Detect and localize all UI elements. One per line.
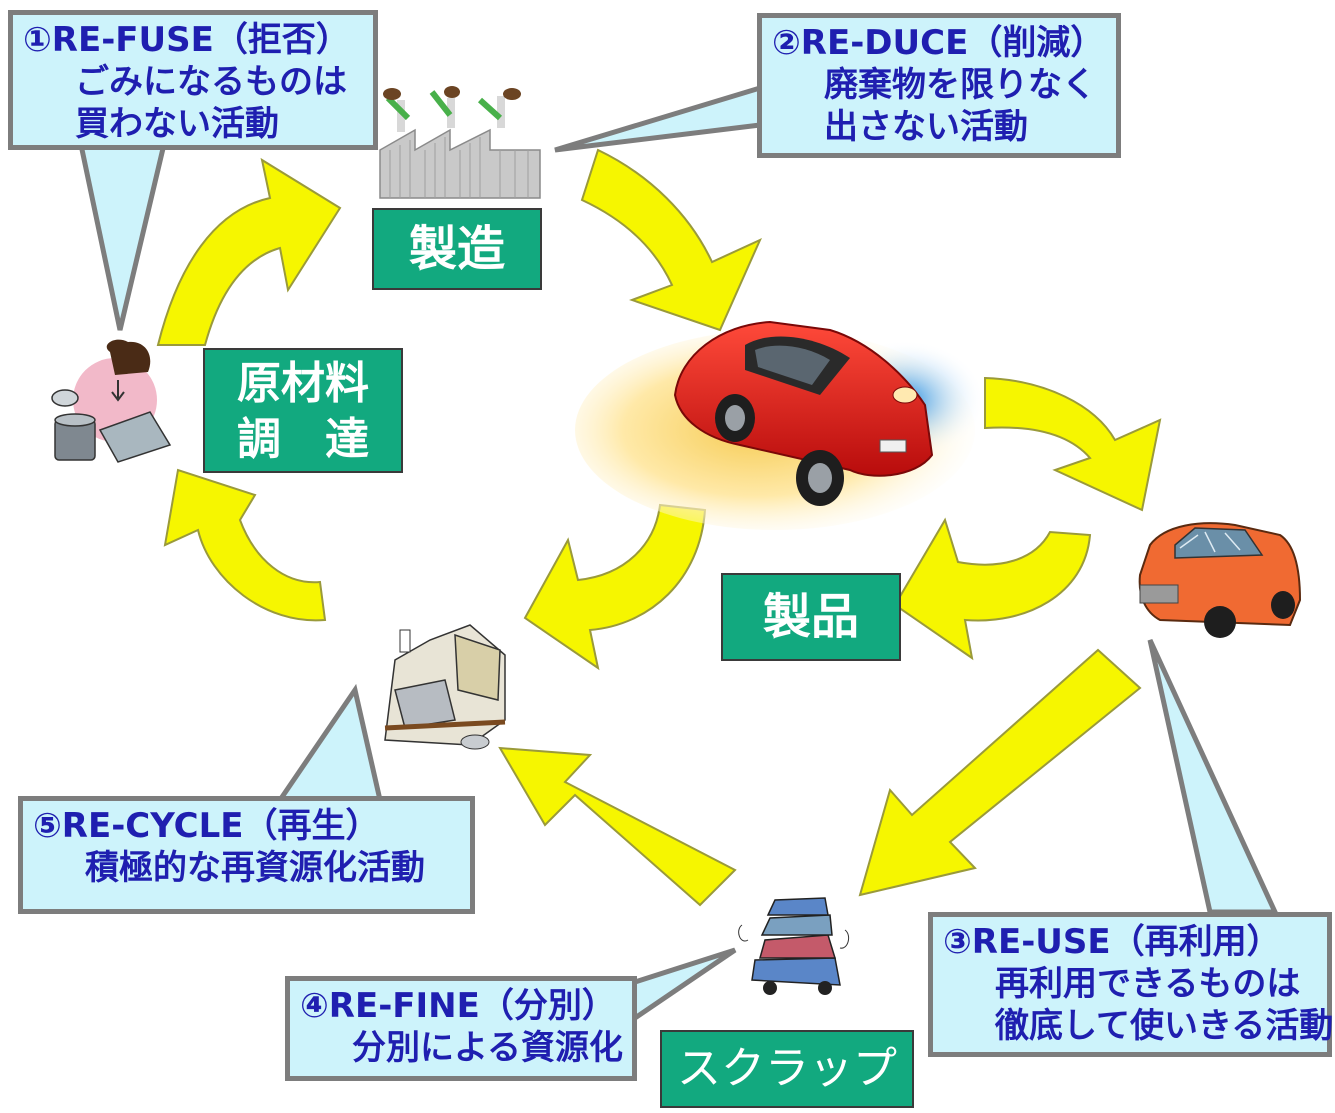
reuse-callout: ③RE-USE（再利用） 再利用できるものは 徹底して使いきる活動 — [928, 912, 1334, 1057]
scrap-pile-icon — [384, 624, 506, 750]
product-label: 製品 — [721, 573, 901, 661]
arrow-scrap-pile-to-procurement — [163, 468, 327, 622]
arrow-product-to-crashed-car — [984, 376, 1162, 512]
scrap-text: スクラップ — [677, 1043, 897, 1094]
arrow-crashed-car-to-scrap — [858, 648, 1142, 897]
refuse-title: ①RE-FUSE（拒否） — [23, 20, 350, 60]
refuse-line1: ごみになるものは — [75, 62, 347, 102]
arrow-crashed-car-to-product — [893, 517, 1092, 661]
reduce-title: ②RE-DUCE（削減） — [772, 23, 1105, 63]
manufacturing-text: 製造 — [408, 221, 505, 277]
reduce-line2: 出さない活動 — [824, 107, 1028, 147]
recycle-callout-pointer — [275, 683, 384, 803]
manufacturing-label: 製造 — [372, 208, 542, 290]
crashed-car-icon — [1138, 522, 1302, 638]
refuse-callout: ①RE-FUSE（拒否） ごみになるものは 買わない活動 — [8, 10, 378, 150]
refuse-line2: 買わない活動 — [75, 104, 279, 144]
recycle-line1: 積極的な再資源化活動 — [85, 848, 425, 888]
procurement-line2: 調 達 — [237, 414, 369, 465]
stacked-cars-icon — [738, 897, 850, 995]
reuse-callout-pointer — [1147, 638, 1279, 915]
refine-line1: 分別による資源化 — [352, 1028, 623, 1068]
reuse-title: ③RE-USE（再利用） — [943, 922, 1281, 962]
arrow-procurement-to-manufacturing — [156, 157, 342, 346]
reuse-line2: 徹底して使いきる活動 — [995, 1006, 1334, 1046]
product-text: 製品 — [762, 589, 859, 645]
refine-title: ④RE-FINE（分別） — [300, 986, 616, 1026]
recycle-callout: ⑤RE-CYCLE（再生） 積極的な再資源化活動 — [18, 796, 475, 914]
reduce-callout: ②RE-DUCE（削減） 廃棄物を限りなく 出さない活動 — [757, 13, 1121, 158]
procurement-label: 原材料 調 達 — [203, 348, 403, 473]
procurement-line1: 原材料 — [237, 358, 369, 409]
trash-can-icon — [51, 339, 172, 463]
reuse-line1: 再利用できるものは — [995, 964, 1301, 1004]
refuse-callout-pointer — [76, 137, 169, 331]
scrap-label: スクラップ — [660, 1030, 914, 1108]
arrow-scrap-to-scrap-pile — [498, 746, 737, 907]
reduce-line1: 廃棄物を限りなく — [824, 65, 1096, 105]
arrow-manufacturing-to-product — [580, 148, 762, 332]
reduce-callout-pointer — [554, 84, 763, 153]
arrow-product-to-scrap-pile — [523, 503, 707, 671]
recycle-title: ⑤RE-CYCLE（再生） — [33, 806, 380, 846]
red-sports-car-image — [575, 320, 985, 530]
factory-icon — [379, 86, 541, 199]
refine-callout: ④RE-FINE（分別） 分別による資源化 — [285, 976, 637, 1081]
